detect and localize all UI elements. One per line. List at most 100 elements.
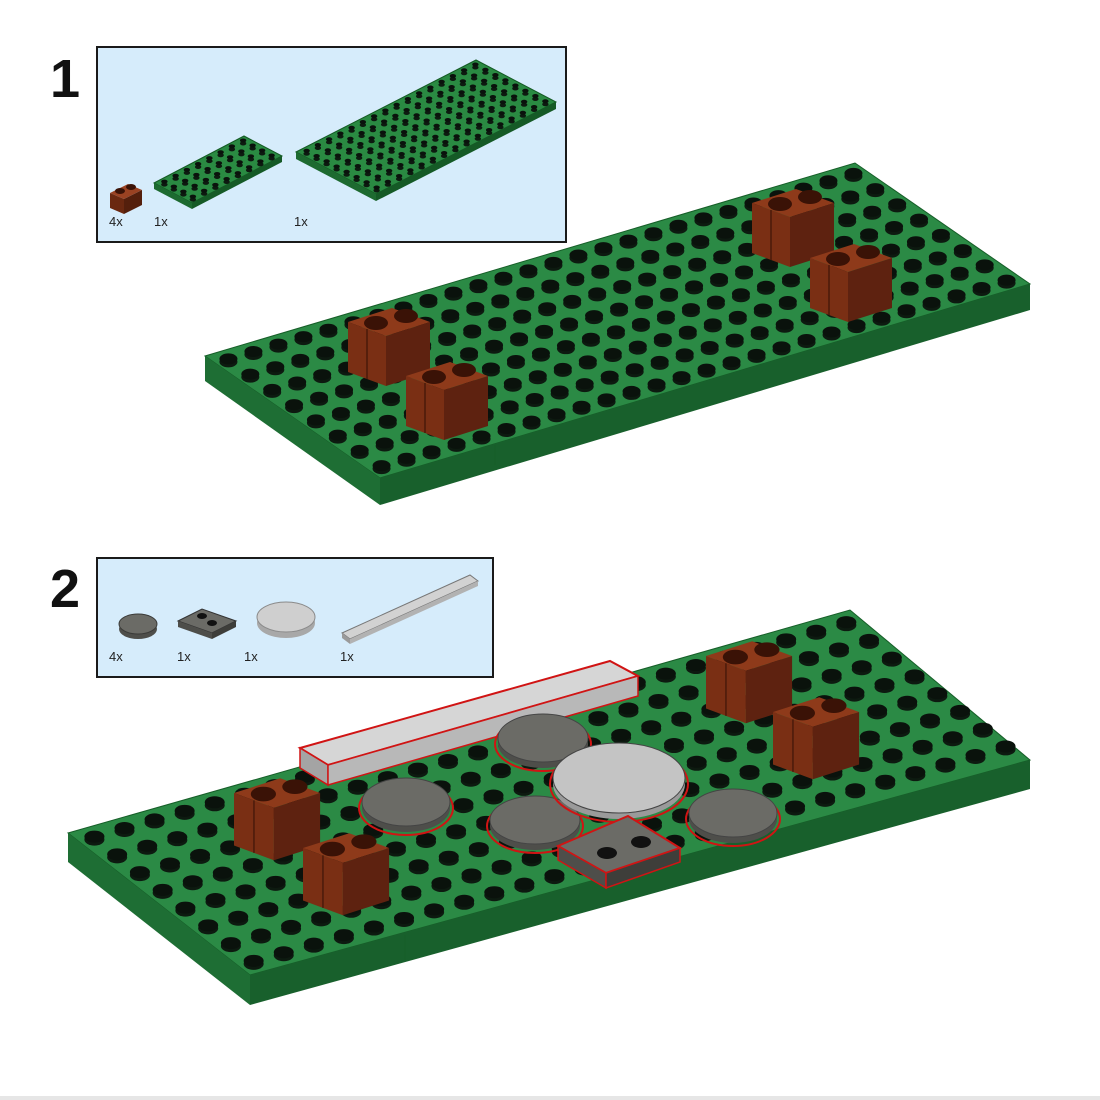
plate-stud (189, 197, 197, 202)
plate-stud (463, 142, 470, 147)
plate-stud (444, 121, 452, 125)
plate-stud (414, 105, 422, 110)
dark-grey-plate-with-studs-part-icon (176, 608, 238, 639)
step-2-parts-illustration (118, 574, 479, 644)
plate-stud (438, 82, 445, 87)
plate-stud (384, 182, 392, 187)
plate-stud (530, 108, 538, 112)
plate-stud (180, 192, 187, 197)
plate-stud (420, 143, 428, 148)
plate-stud (323, 162, 330, 167)
plate-stud (228, 147, 236, 152)
plate-stud (424, 110, 432, 115)
plate-stud (443, 132, 450, 136)
plate-stud (400, 133, 408, 137)
plate-stud (249, 146, 256, 151)
step-1-parts-box: 4x 1x 1x (96, 46, 567, 243)
plate-stud (522, 91, 529, 96)
plate-stud (347, 139, 354, 144)
plate-stud (408, 160, 415, 165)
step-1-number: 1 (50, 49, 81, 109)
plate-stud (478, 103, 485, 108)
brown-brick (406, 362, 488, 440)
plate-stud (497, 125, 504, 130)
plate-stud (345, 150, 353, 155)
plate-stud (392, 116, 399, 121)
plate-stud (313, 157, 320, 161)
plate-stud (520, 102, 528, 107)
plate-stud (358, 134, 365, 138)
plate-stud (333, 167, 340, 172)
plate-stud (472, 65, 479, 70)
plate-stud (239, 141, 247, 146)
plate-stud (489, 98, 497, 102)
step-1-baseplate (203, 162, 1032, 505)
step-2-number: 2 (50, 559, 81, 619)
plate-stud (238, 152, 245, 157)
large-green-plate-part-icon (294, 59, 558, 201)
brown-brick-part-icon (110, 184, 142, 214)
plate-stud (357, 145, 364, 149)
brown-brick (234, 778, 321, 861)
plate-stud (464, 131, 472, 136)
plate-stud (454, 126, 462, 131)
plate-stud (172, 176, 179, 181)
plate-stud (234, 174, 242, 179)
plate-stud (429, 159, 437, 164)
plate-stud (509, 108, 517, 113)
dark-grey-round-tile (358, 777, 454, 836)
plate-stud (487, 120, 494, 124)
plate-stud (382, 111, 389, 116)
plate-stud (314, 146, 322, 150)
plate-stud (373, 188, 380, 193)
plate-stud (499, 103, 507, 108)
step-2-qty-long-tile: 1x (340, 649, 354, 664)
plate-stud (181, 181, 189, 186)
plate-stud (170, 187, 178, 192)
plate-stud (369, 128, 377, 133)
step-2-qty-plate-studs: 1x (177, 649, 191, 664)
plate-stud (353, 178, 360, 182)
plate-stud (368, 139, 375, 144)
step-1-qty-small-plate: 1x (154, 214, 168, 229)
plate-stud (474, 136, 482, 141)
plate-stud (236, 163, 243, 168)
plate-stud (348, 128, 355, 133)
plate-stud (409, 149, 417, 154)
plate-stud (502, 81, 509, 86)
dark-grey-plate-with-studs (555, 814, 683, 890)
plate-stud (247, 157, 255, 162)
plate-stud (459, 82, 467, 87)
step-2-baseplate (66, 609, 1032, 1005)
plate-stud (407, 171, 414, 176)
plate-stud (344, 161, 352, 166)
plate-stud (202, 180, 210, 185)
light-grey-round-tile (549, 742, 689, 823)
plate-stud (370, 117, 378, 122)
plate-stud (468, 98, 475, 103)
brown-brick (303, 833, 390, 916)
brown-brick (773, 697, 860, 780)
plate-stud (488, 109, 495, 113)
plate-stud (355, 156, 363, 160)
plate-stud (334, 156, 342, 161)
plate-stud (422, 132, 429, 137)
plate-stud (364, 172, 372, 177)
plate-stud (413, 116, 420, 121)
plate-stud (434, 115, 442, 120)
plate-stud (215, 164, 223, 169)
plate-stud (480, 81, 488, 86)
plate-stud (415, 94, 423, 99)
plate-stud (412, 127, 419, 132)
plate-stud (337, 134, 344, 139)
plate-stud (457, 104, 464, 109)
plate-stud (225, 169, 232, 174)
plate-stud (398, 155, 405, 159)
plate-stud (359, 123, 367, 127)
plate-stud (467, 109, 474, 114)
brown-brick (752, 189, 834, 267)
dark-grey-round-tile (486, 795, 584, 854)
plate-stud (268, 156, 275, 161)
plate-stud (212, 185, 219, 190)
